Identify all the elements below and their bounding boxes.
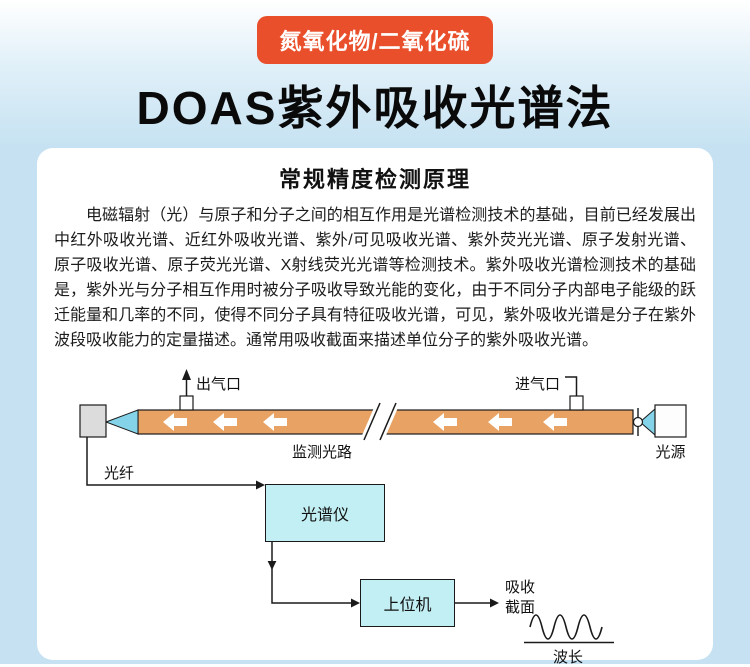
fiber-label: 光纤 bbox=[104, 465, 135, 482]
pollutant-badge-label: 氮氧化物/二氧化硫 bbox=[279, 29, 471, 54]
gas-outlet-port bbox=[179, 369, 194, 411]
host-computer-box: 上位机 bbox=[360, 579, 455, 627]
principle-paragraph: 电磁辐射（光）与原子和分子之间的相互作用是光谱检测技术的基础，目前已经发展出中红… bbox=[54, 207, 696, 349]
page-title: DOAS紫外吸收光谱法 bbox=[136, 82, 614, 134]
host-output-arrow bbox=[455, 598, 499, 608]
content-card: 常规精度检测原理 电磁辐射（光）与原子和分子之间的相互作用是光谱检测技术的基础，… bbox=[37, 148, 713, 666]
spectrometer-box: 光谱仪 bbox=[265, 484, 385, 542]
gas-inlet-label: 进气口 bbox=[515, 376, 561, 393]
page: 氮氧化物/二氧化硫 DOAS紫外吸收光谱法 常规精度检测原理 电磁辐射（光）与原… bbox=[0, 16, 750, 666]
host-computer-label: 上位机 bbox=[383, 597, 432, 614]
fiber-line bbox=[86, 437, 265, 490]
pollutant-badge: 氮氧化物/二氧化硫 bbox=[257, 16, 493, 64]
diagram-canvas bbox=[79, 369, 687, 644]
absorption-curve bbox=[529, 614, 603, 640]
gas-outlet-label: 出气口 bbox=[196, 376, 242, 393]
detector-box bbox=[79, 404, 107, 438]
gas-inlet-port bbox=[565, 376, 584, 411]
light-source-box bbox=[654, 404, 687, 438]
monitor-path-label: 监测光路 bbox=[291, 444, 352, 461]
beam-cone-left bbox=[104, 409, 139, 435]
card-heading: 常规精度检测原理 bbox=[278, 167, 471, 192]
spectrometer-to-host-line bbox=[267, 542, 360, 608]
light-source-label: 光源 bbox=[655, 444, 686, 461]
doas-diagram: 出气口 进气口 监测光路 光源 光纤 光谱仪 上位机 吸收 截面 波长 bbox=[38, 365, 712, 666]
absorption-cross-section-label: 吸收 截面 bbox=[504, 579, 535, 616]
tube-break bbox=[360, 402, 400, 441]
spectrometer-label: 光谱仪 bbox=[300, 507, 349, 524]
lens-icon bbox=[632, 408, 644, 436]
wavelength-label: 波长 bbox=[552, 649, 583, 666]
spectrum-chart bbox=[524, 614, 614, 644]
